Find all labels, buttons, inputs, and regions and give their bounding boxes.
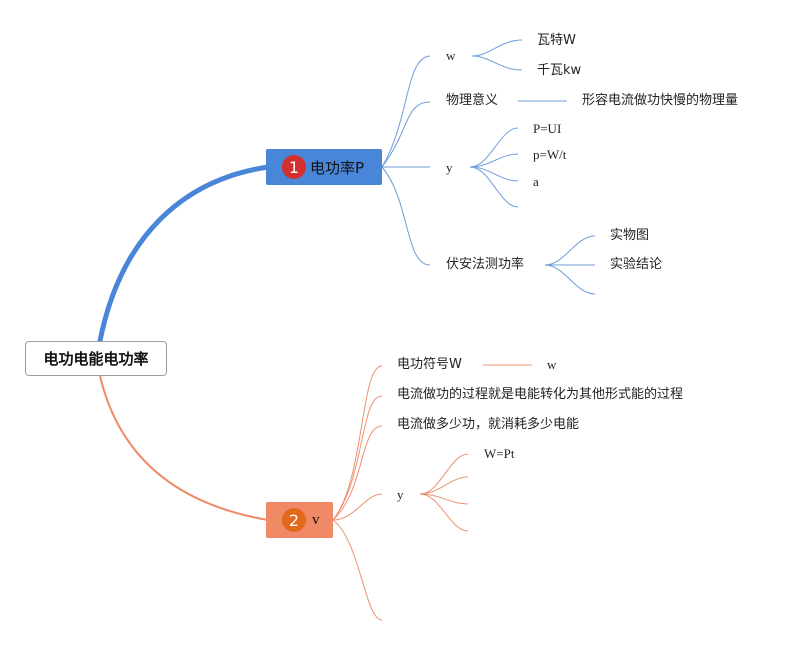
node-electric-work-symbol[interactable]: 电功符号W xyxy=(397,357,462,372)
node-experiment-conclusion[interactable]: 实验结论 xyxy=(610,257,663,272)
node-physical-meaning[interactable]: 物理意义 xyxy=(446,93,499,108)
branch2-number-badge: 2 xyxy=(282,508,306,532)
node-formula-pui[interactable]: P=UI xyxy=(533,121,562,136)
branch2-topic[interactable]: 2 v xyxy=(266,502,333,538)
node-formula-wpt[interactable]: W=Pt xyxy=(484,446,515,461)
root-topic[interactable]: 电功电能电功率 xyxy=(25,341,167,376)
node-y-1[interactable]: y xyxy=(446,160,453,175)
branch1-number-badge: 1 xyxy=(282,155,306,179)
branch2-label: v xyxy=(312,511,320,528)
branch1-links xyxy=(381,39,596,295)
node-work-process[interactable]: 电流做功的过程就是电能转化为其他形式能的过程 xyxy=(397,387,684,402)
node-y-2[interactable]: y xyxy=(397,487,404,502)
node-kilowatt[interactable]: 千瓦kw xyxy=(537,63,582,78)
node-w[interactable]: w xyxy=(446,48,456,63)
node-physical-diagram[interactable]: 实物图 xyxy=(610,228,650,243)
root-to-branch1-line xyxy=(97,164,271,344)
node-work-consume[interactable]: 电流做多少功，就消耗多少电能 xyxy=(397,417,580,432)
branch1-label: 电功率P xyxy=(310,158,365,177)
node-formula-pwt[interactable]: p=W/t xyxy=(533,147,567,162)
node-meaning-value[interactable]: 形容电流做功快慢的物理量 xyxy=(582,93,739,108)
branch2-links xyxy=(332,364,532,621)
node-a[interactable]: a xyxy=(533,174,539,189)
node-watt[interactable]: 瓦特W xyxy=(537,33,576,48)
node-symbol-value[interactable]: w xyxy=(547,357,557,372)
node-voltammetry[interactable]: 伏安法测功率 xyxy=(446,257,525,272)
branch1-topic[interactable]: 1 电功率P xyxy=(266,149,382,185)
root-to-branch2-line xyxy=(99,375,269,521)
